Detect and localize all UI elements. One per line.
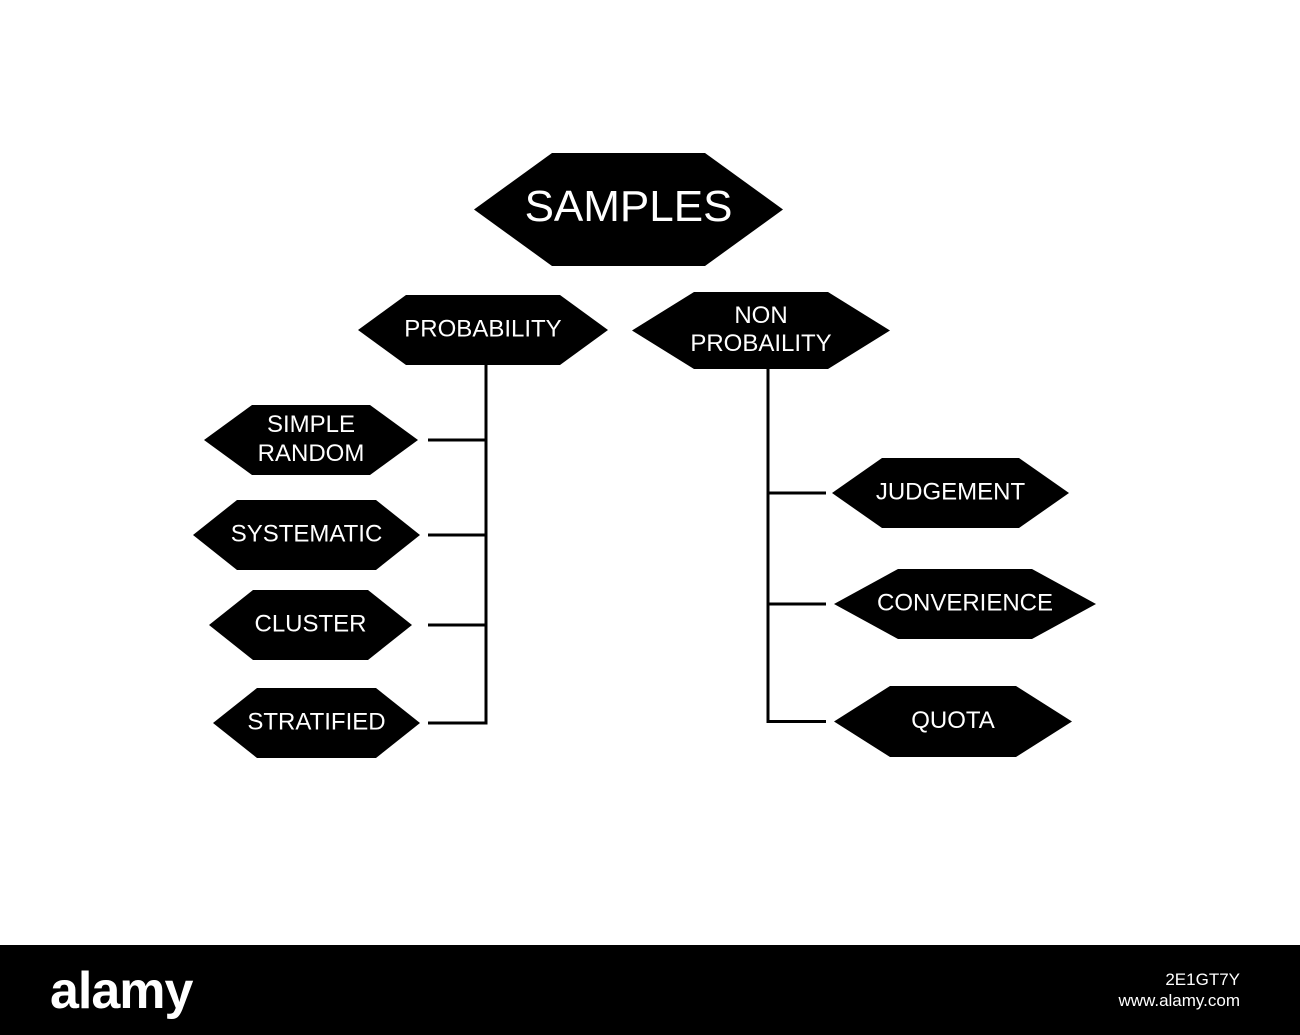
node-probability-child-3-shape	[213, 688, 420, 758]
site-url: www.alamy.com	[1118, 991, 1240, 1010]
footer-info: 2E1GT7Y www.alamy.com	[1118, 969, 1240, 1011]
node-non-probability-child-1: CONVERIENCE	[834, 569, 1096, 639]
node-samples-label: SAMPLES	[525, 182, 733, 231]
node-probability-label: PROBABILITY	[404, 315, 561, 342]
node-probability-child-0-label: SIMPLE	[267, 411, 355, 438]
node-probability: PROBABILITY	[358, 295, 608, 365]
node-non-probability-child-2-shape	[834, 686, 1072, 757]
node-non-probability-label: NON	[734, 302, 787, 329]
node-samples: SAMPLES	[474, 153, 783, 266]
node-non-probability-child-0: JUDGEMENT	[832, 458, 1069, 528]
image-id: 2E1GT7Y	[1165, 970, 1240, 989]
node-non-probability-child-2: QUOTA	[834, 686, 1072, 757]
node-non-probability-shape	[632, 292, 890, 369]
node-probability-child-2: CLUSTER	[209, 590, 412, 660]
node-probability-shape	[358, 295, 608, 365]
node-non-probability-child-0-label: JUDGEMENT	[876, 478, 1026, 505]
node-non-probability-label: PROBAILITY	[690, 330, 831, 357]
alamy-logo: alamy	[50, 962, 193, 1020]
node-non-probability-child-0-shape	[832, 458, 1069, 528]
node-non-probability-child-2-label: QUOTA	[911, 707, 995, 734]
node-samples-shape	[474, 153, 783, 266]
node-probability-child-1-shape	[193, 500, 420, 570]
node-probability-child-0-label: RANDOM	[258, 440, 365, 467]
node-non-probability-child-1-shape	[834, 569, 1096, 639]
node-probability-child-2-shape	[209, 590, 412, 660]
footer-bar: alamy 2E1GT7Y www.alamy.com	[0, 945, 1300, 1035]
node-probability-child-3: STRATIFIED	[213, 688, 420, 758]
node-probability-child-1: SYSTEMATIC	[193, 500, 420, 570]
node-probability-child-0-shape	[204, 405, 418, 475]
node-non-probability-child-1-label: CONVERIENCE	[877, 589, 1053, 616]
node-probability-child-1-label: SYSTEMATIC	[231, 520, 383, 547]
node-probability-child-2-label: CLUSTER	[254, 610, 366, 637]
node-probability-child-3-label: STRATIFIED	[247, 708, 385, 735]
